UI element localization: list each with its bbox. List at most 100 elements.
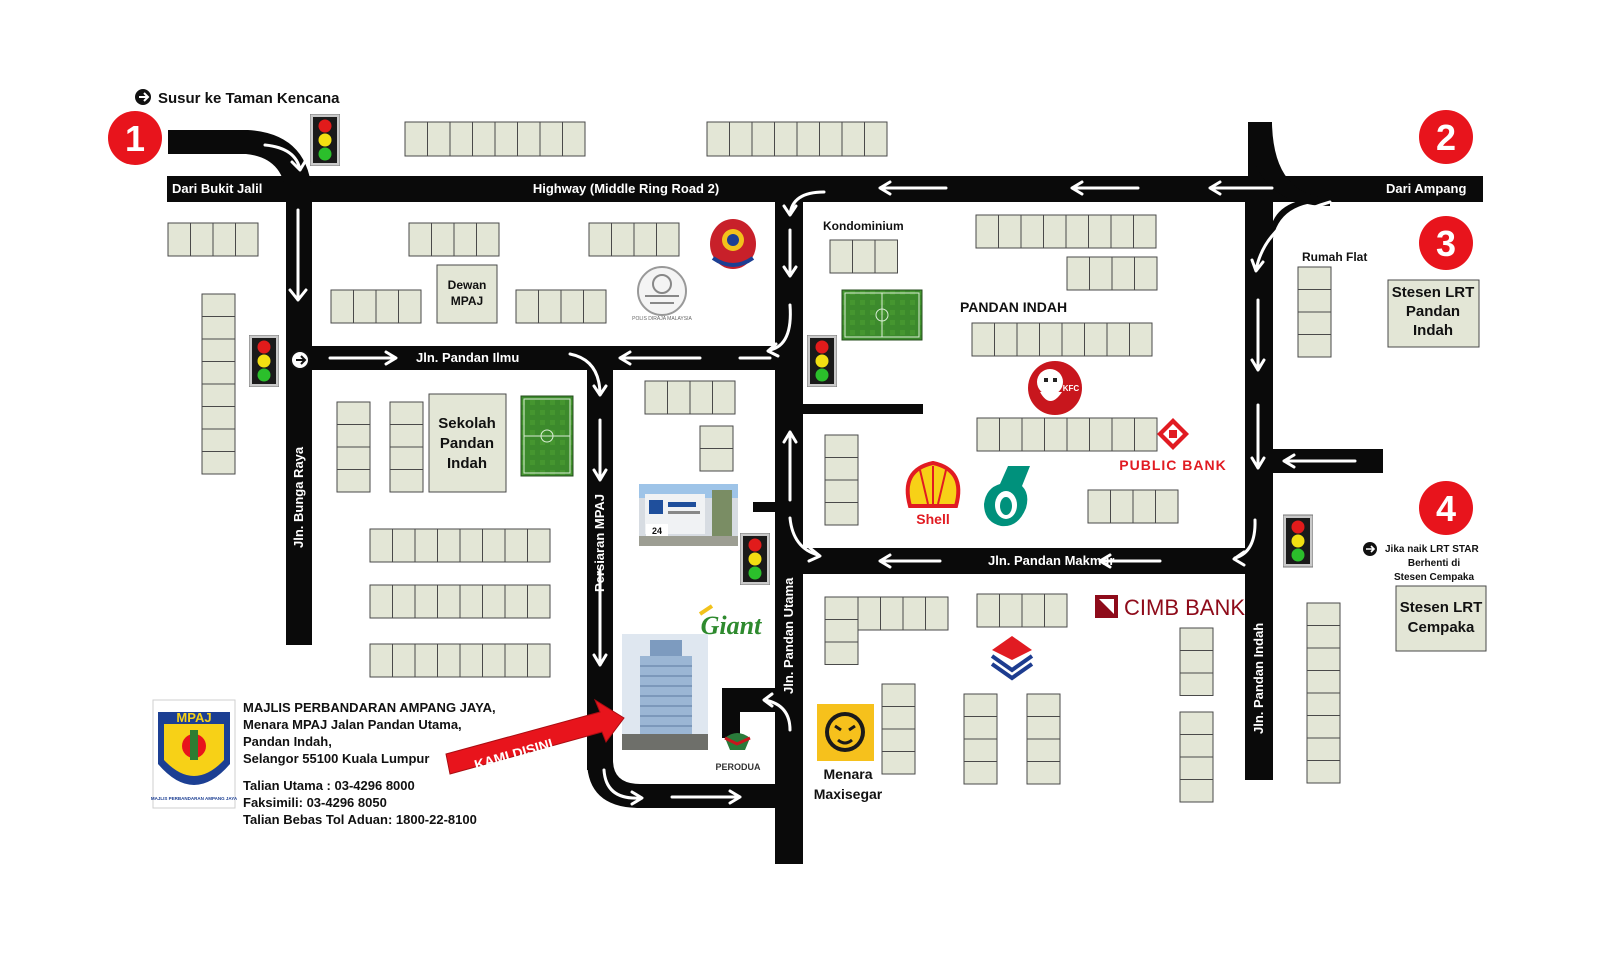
building-block: [925, 596, 949, 631]
building-block: [472, 121, 496, 157]
building-block: [975, 214, 999, 249]
building-block: [976, 417, 1000, 452]
lrt-cempaka-label-2: Cempaka: [1408, 619, 1475, 636]
building-block: [1066, 417, 1090, 452]
building-block: [449, 121, 473, 157]
contact-phone[interactable]: Talian Utama : 03-4296 8000: [243, 778, 415, 793]
building-block: [963, 738, 998, 762]
pandan-utama-label: Jln. Pandan Utama: [781, 577, 796, 694]
building-block: [1179, 672, 1214, 696]
building-block: [999, 417, 1023, 452]
building-block: [560, 289, 584, 324]
sekolah-building: [428, 393, 507, 493]
svg-text:2: 2: [1436, 117, 1456, 158]
building-block: [1106, 322, 1130, 357]
ramp-ampang: [1248, 124, 1330, 206]
uturn-box: [722, 688, 776, 738]
building-block: [633, 222, 657, 257]
lrt-star-note-3: Stesen Cempaka: [1394, 572, 1474, 583]
contact-tollfree[interactable]: Talian Bebas Tol Aduan: 1800-22-8100: [243, 812, 477, 827]
building-block: [353, 289, 377, 324]
building-block: [1111, 256, 1135, 291]
building-block: [824, 502, 859, 526]
building-block: [1026, 738, 1061, 762]
contact-address-1: Menara MPAJ Jalan Pandan Utama,: [243, 717, 462, 732]
building-block: [1110, 489, 1134, 524]
building-block: [1044, 593, 1068, 628]
building-block: [1306, 715, 1341, 739]
building-block: [375, 289, 399, 324]
building-block: [527, 528, 551, 563]
building-block: [538, 289, 562, 324]
building-block: [1179, 734, 1214, 758]
cimb-label: CIMB BANK: [1124, 595, 1245, 620]
building-block: [1133, 214, 1157, 249]
building-block: [517, 121, 541, 157]
building-block: [201, 316, 236, 340]
building-block: [1043, 214, 1067, 249]
route-marker-4: 4: [1419, 481, 1473, 535]
building-block: [874, 239, 898, 274]
building-block: [562, 121, 586, 157]
building-block: [408, 222, 432, 257]
building-block: [1089, 256, 1113, 291]
building-block: [796, 121, 820, 157]
contact-org: MAJLIS PERBANDARAN AMPANG JAYA,: [243, 700, 496, 715]
shell-logo-icon: [905, 460, 961, 508]
building-block: [1306, 760, 1341, 784]
from-bukit-jalil-label: Dari Bukit Jalil: [172, 181, 262, 196]
building-block: [852, 239, 876, 274]
building-block: [971, 322, 995, 357]
building-block: [881, 683, 916, 707]
building-block: [1039, 322, 1063, 357]
kondominium-label: Kondominium: [823, 219, 904, 233]
pandan-makmur-label: Jln. Pandan Makmur: [988, 553, 1114, 568]
public-bank-label: PUBLIC BANK: [1119, 457, 1226, 473]
building-block: [1016, 322, 1040, 357]
building-block: [453, 222, 477, 257]
building-block: [201, 406, 236, 430]
mpaj-ring-text: MAJLIS PERBANDARAN AMPANG JAYA: [151, 796, 238, 801]
building-block: [459, 643, 483, 678]
building-block: [689, 380, 713, 415]
arrow-bullet-icon: [290, 350, 310, 370]
maxisegar-label-2: Maxisegar: [814, 786, 883, 802]
sekolah-label-1: Sekolah: [438, 415, 496, 432]
buildings: [167, 121, 1341, 803]
building-block: [824, 479, 859, 503]
building-block: [881, 706, 916, 730]
traffic-light-icon: [1283, 514, 1313, 568]
building-block: [712, 380, 736, 415]
building-block: [1297, 311, 1332, 335]
dewan-label-2: MPAJ: [451, 294, 483, 308]
contact-fax: Faksimili: 03-4296 8050: [243, 795, 387, 810]
shell-label: Shell: [916, 511, 949, 527]
building-block: [644, 380, 668, 415]
building-block: [1111, 417, 1135, 452]
building-block: [1297, 289, 1332, 313]
building-block: [482, 584, 506, 619]
football-fields: [520, 289, 923, 477]
contact-block: MAJLIS PERBANDARAN AMPANG JAYA, Menara M…: [243, 699, 496, 828]
building-block: [1132, 489, 1156, 524]
lrt-star-note-1: Jika naik LRT STAR: [1385, 544, 1480, 555]
kfc-text: KFC: [1063, 384, 1080, 393]
building-block: [336, 424, 371, 448]
building-sign-text: 24: [652, 526, 662, 536]
building-block: [824, 596, 859, 620]
contact-address-3: Selangor 55100 Kuala Lumpur: [243, 751, 430, 766]
perodua-label: PERODUA: [715, 762, 761, 772]
building-block: [369, 643, 393, 678]
building-block: [459, 528, 483, 563]
bank-access: [753, 502, 777, 512]
building-block: [1306, 670, 1341, 694]
building-block: [404, 121, 428, 157]
building-block: [336, 469, 371, 493]
lrt-pandan-indah-label-1: Stesen LRT: [1392, 284, 1475, 301]
building-block: [1065, 214, 1089, 249]
building-block: [963, 716, 998, 740]
building-block: [994, 322, 1018, 357]
building-block: [504, 584, 528, 619]
petronas-logo-icon: [984, 466, 1030, 527]
